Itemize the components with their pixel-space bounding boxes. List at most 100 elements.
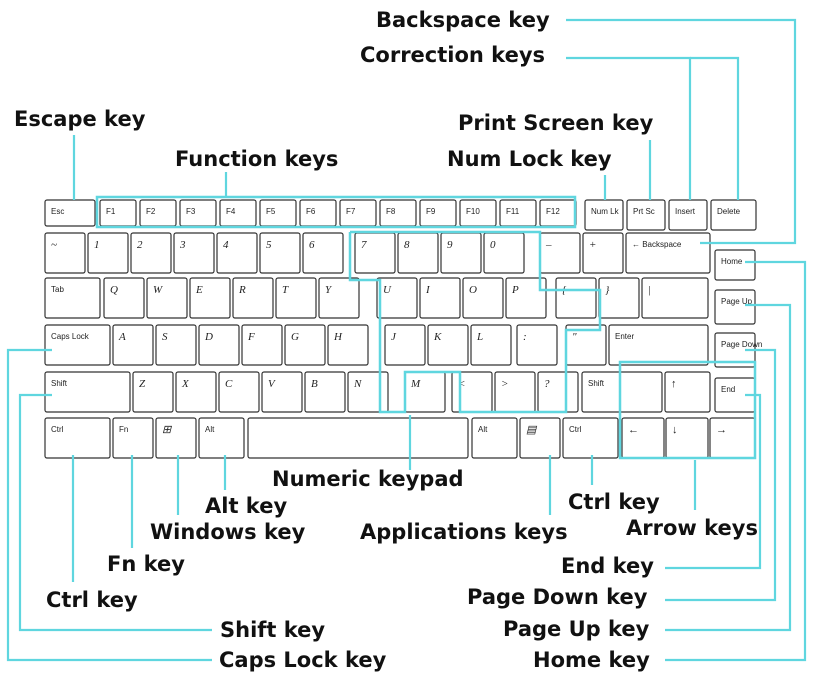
key-fn: Fn [112, 417, 154, 459]
key-label: Ctrl [51, 425, 64, 434]
key-shift-r: Shift [581, 371, 663, 413]
key-label: F2 [146, 207, 156, 216]
key-space [247, 417, 469, 459]
key-up: ↑ [664, 371, 711, 413]
label-page-down-key: Page Down key [467, 585, 648, 609]
key-cap [259, 232, 301, 274]
callout-page-down [665, 348, 777, 602]
key-label: 4 [223, 239, 229, 251]
key-label: F4 [226, 207, 236, 216]
key-cap [419, 277, 461, 319]
label-page-up-key: Page Up key [503, 617, 650, 641]
key-cap [216, 232, 258, 274]
key-alt-l: Alt [198, 417, 245, 459]
key-cap [173, 232, 215, 274]
key-f7: F7 [339, 199, 377, 227]
key-cap [471, 417, 518, 459]
label-ctrl-key-right: Ctrl key [568, 490, 660, 514]
key-f12: F12 [539, 199, 577, 227]
key-label: 5 [266, 239, 272, 251]
key-label: F3 [186, 207, 196, 216]
key-label: Page Up [721, 297, 753, 306]
key-lbrace: { [555, 277, 597, 319]
key-p: P [505, 277, 547, 319]
key-label: Esc [51, 207, 64, 216]
key-label: Caps Lock [51, 332, 90, 341]
key-label: F5 [266, 207, 276, 216]
key-cap [427, 324, 469, 366]
key-cap [582, 232, 624, 274]
key-label: F8 [386, 207, 396, 216]
key-f1: F1 [99, 199, 137, 227]
key-shift-l: Shift [44, 371, 131, 413]
key-insert: Insert [668, 199, 708, 231]
key-cap [44, 232, 86, 274]
callout-caps-lock [6, 348, 212, 662]
key-label: ? [544, 378, 550, 390]
key-ctrl-l: Ctrl [44, 417, 111, 459]
key-label: V [268, 378, 276, 390]
key-cap [664, 371, 711, 413]
key-h: H [327, 324, 369, 366]
key-label: W [153, 284, 163, 296]
key-f2: F2 [139, 199, 177, 227]
key-cap [714, 249, 756, 281]
key-g: G [284, 324, 326, 366]
key-e: E [189, 277, 231, 319]
key-k5: 5 [259, 232, 301, 274]
key-label: F1 [106, 207, 116, 216]
key-f4: F4 [219, 199, 257, 227]
key-rbrace: } [598, 277, 640, 319]
key-c: C [218, 371, 260, 413]
key-plus: + [582, 232, 624, 274]
label-windows-key: Windows key [150, 520, 306, 544]
key-pgup: Page Up [714, 289, 756, 325]
key-label: J [391, 331, 397, 343]
callout-end [665, 393, 762, 570]
key-label: 2 [137, 239, 143, 251]
key-f11: F11 [499, 199, 537, 227]
key-s: S [155, 324, 197, 366]
key-label: H [333, 331, 343, 343]
key-x: X [175, 371, 217, 413]
key-label: 8 [404, 239, 410, 251]
key-cap [714, 289, 756, 325]
key-cap [318, 277, 360, 319]
key-label: ▤ [526, 424, 538, 436]
key-f: F [241, 324, 283, 366]
key-cap [284, 324, 326, 366]
key-label: Insert [675, 207, 696, 216]
key-label: R [238, 284, 246, 296]
key-cap [198, 324, 240, 366]
key-cap [261, 371, 303, 413]
key-label: Alt [205, 425, 215, 434]
key-label: T [282, 284, 289, 296]
arrow-keys-outline [618, 360, 757, 460]
key-cap [505, 277, 547, 319]
key-label: Q [110, 284, 118, 296]
key-ctrl-r: Ctrl [562, 417, 619, 459]
key-label: I [425, 284, 431, 296]
label-applications-keys: Applications keys [360, 520, 568, 544]
label-correction-keys: Correction keys [360, 43, 545, 67]
key-apps: ▤ [519, 417, 561, 459]
key-label: Alt [478, 425, 488, 434]
key-backspace: ← Backspace [625, 232, 711, 274]
key-label: Z [139, 378, 146, 390]
label-alt-key: Alt key [205, 494, 287, 518]
key-label: F7 [346, 207, 356, 216]
key-label: Num Lk [591, 207, 620, 216]
key-cap [198, 417, 245, 459]
key-cap [218, 371, 260, 413]
key-f10: F10 [459, 199, 497, 227]
key-cap [189, 277, 231, 319]
key-k9: 9 [440, 232, 482, 274]
key-label: ← [628, 424, 639, 436]
key-k8: 8 [397, 232, 439, 274]
key-label: + [589, 239, 596, 251]
key-cap [103, 277, 145, 319]
key-cap [112, 417, 154, 459]
key-label: < [458, 378, 465, 390]
key-home: Home [714, 249, 756, 281]
label-print-screen-key: Print Screen key [458, 111, 654, 135]
